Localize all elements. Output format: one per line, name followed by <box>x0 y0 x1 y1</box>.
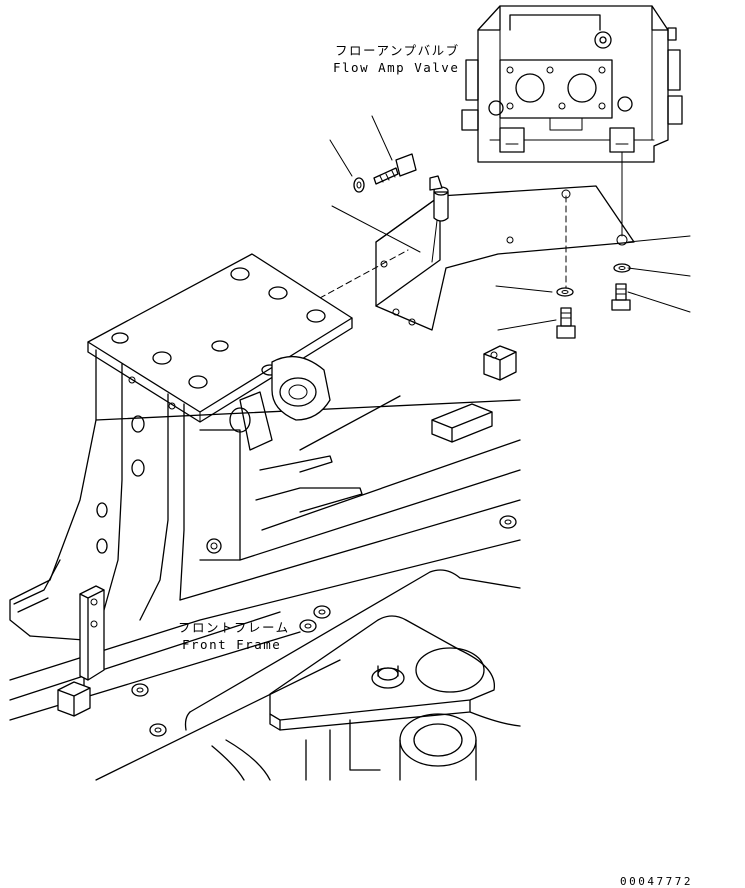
frame-rails <box>9 395 521 781</box>
label-flow-amp-valve-en: Flow Amp Valve <box>333 60 460 75</box>
bolt-right <box>611 283 631 311</box>
washer-center <box>556 287 574 297</box>
label-front-frame-jp: フロントフレーム <box>178 620 290 635</box>
stop-block-lower <box>57 681 91 717</box>
bolt-center <box>556 307 576 339</box>
pivot-boss <box>229 355 331 451</box>
front-frame-hinge <box>184 569 521 781</box>
valve-bracket <box>375 175 635 331</box>
bracket-plate-lower <box>79 585 105 681</box>
flow-amp-valve <box>461 5 683 163</box>
bolt-upper <box>373 153 417 185</box>
label-front-frame-en: Front Frame <box>182 637 282 652</box>
stop-block-middle <box>431 403 493 443</box>
label-flow-amp-valve-jp: フローアンプバルブ <box>335 43 460 58</box>
bushings <box>131 515 517 737</box>
stop-block-upper <box>483 345 517 381</box>
washer-right <box>613 263 631 273</box>
washer-upper <box>353 177 365 193</box>
drawing-code: 00047772 <box>620 875 693 888</box>
mount-pedestal <box>87 253 353 423</box>
